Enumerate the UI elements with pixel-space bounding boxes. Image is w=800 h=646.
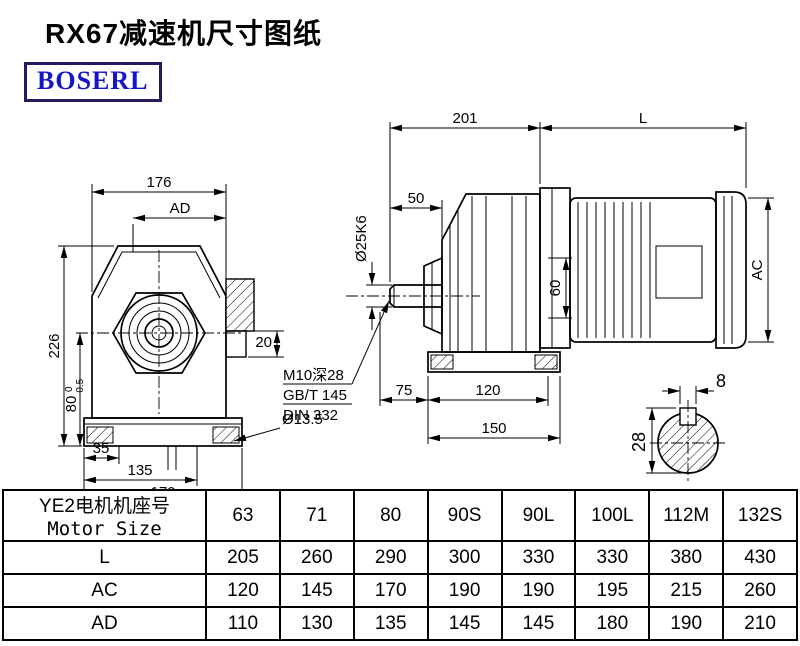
technical-drawing: 176 AD 226 80 0 -0.5 35 13 — [46, 110, 774, 490]
row-label-ac: AC — [2, 573, 207, 608]
dim-170-label: 170 — [150, 484, 175, 490]
value-cell: 380 — [648, 540, 725, 575]
page-title: RX67减速机尺寸图纸 — [45, 18, 323, 49]
value-cell: 195 — [574, 573, 651, 608]
size-cell: 90L — [500, 489, 577, 542]
dim-135-label: 135 — [127, 462, 152, 479]
table-row-L: L 205 260 290 300 330 330 380 430 — [2, 540, 798, 575]
value-cell: 205 — [205, 540, 281, 575]
table-row-AC: AC 120 145 170 190 190 195 215 260 — [2, 573, 798, 608]
note-gbt-label: GB/T 145 — [283, 387, 347, 404]
row-label-l: L — [2, 540, 207, 575]
table-row-AD: AD 110 130 135 145 145 180 190 210 — [2, 606, 798, 641]
size-cell: 100L — [574, 489, 651, 542]
dim-l-label: L — [639, 110, 647, 127]
size-cell: 90S — [426, 489, 503, 542]
side-view-drawing: 201 L 50 Ø25K6 60 AC M10深28 GB/T 145 — [283, 110, 774, 444]
dim-35-label: 35 — [93, 440, 110, 457]
value-cell: 130 — [278, 606, 355, 641]
dim-176-label: 176 — [146, 174, 171, 191]
value-cell: 210 — [722, 606, 798, 641]
svg-text:-0.5: -0.5 — [75, 378, 86, 396]
value-cell: 330 — [500, 540, 577, 575]
dim-80-label: 80 0 -0.5 — [63, 378, 86, 412]
dim-28-label: 28 — [629, 432, 649, 452]
motor-size-header: YE2电机机座号 Motor Size — [2, 489, 207, 542]
value-cell: 170 — [352, 573, 429, 608]
value-cell: 180 — [574, 606, 651, 641]
dim-ac-label: AC — [749, 259, 766, 280]
value-cell: 190 — [500, 573, 577, 608]
dim-shaft-dia-label: Ø25K6 — [353, 215, 370, 262]
value-cell: 110 — [205, 606, 281, 641]
motor-size-label-en: Motor Size — [47, 518, 162, 540]
value-cell: 300 — [426, 540, 503, 575]
value-cell: 215 — [648, 573, 725, 608]
dim-226-label: 226 — [46, 333, 63, 358]
value-cell: 190 — [426, 573, 503, 608]
note-din-label: DIN 332 — [283, 407, 338, 424]
tap-leader-line — [351, 300, 390, 385]
svg-text:80: 80 — [63, 396, 80, 413]
row-label-ad: AD — [2, 606, 207, 641]
dim-hole-label: Ø13.5 — [282, 411, 323, 428]
value-cell: 145 — [278, 573, 355, 608]
dim-50-label: 50 — [408, 190, 425, 207]
gear-housing — [441, 193, 541, 353]
size-cell: 63 — [205, 489, 281, 542]
boserl-logo-text: BOSERL — [37, 66, 149, 95]
shaft-section-drawing: 8 28 — [629, 371, 726, 482]
value-cell: 145 — [426, 606, 503, 641]
dim-120-label: 120 — [475, 382, 500, 399]
motor-size-label-cn: YE2电机机座号 — [39, 496, 170, 517]
front-view-drawing: 176 AD 226 80 0 -0.5 35 13 — [46, 174, 323, 490]
motor-body — [569, 197, 717, 343]
boserl-logo: BOSERL — [24, 62, 162, 102]
size-cell: 112M — [648, 489, 725, 542]
value-cell: 190 — [648, 606, 725, 641]
value-cell: 120 — [205, 573, 281, 608]
size-cell: 71 — [278, 489, 355, 542]
size-cell: 132S — [722, 489, 798, 542]
size-cell: 80 — [352, 489, 429, 542]
fan-cowl — [715, 191, 747, 349]
value-cell: 290 — [352, 540, 429, 575]
dim-75-label: 75 — [396, 382, 413, 399]
value-cell: 430 — [722, 540, 798, 575]
dim-201-label: 201 — [452, 110, 477, 127]
value-cell: 260 — [722, 573, 798, 608]
note-tap-label: M10深28 — [283, 367, 344, 384]
value-cell: 135 — [352, 606, 429, 641]
dim-20-label: 20 — [255, 334, 272, 351]
dim-60-label: 60 — [547, 280, 564, 297]
value-cell: 260 — [278, 540, 355, 575]
value-cell: 330 — [574, 540, 651, 575]
hole-leader-line — [233, 427, 281, 442]
value-cell: 145 — [500, 606, 577, 641]
svg-text:0: 0 — [64, 386, 75, 392]
dim-8-label: 8 — [716, 371, 726, 391]
housing-base — [83, 417, 243, 447]
dim-ad-label: AD — [170, 200, 191, 217]
motor-dimension-table: YE2电机机座号 Motor Size 63 71 80 90S 90L 100… — [2, 489, 798, 641]
table-header-row: YE2电机机座号 Motor Size 63 71 80 90S 90L 100… — [2, 489, 798, 542]
dim-150-label: 150 — [481, 420, 506, 437]
